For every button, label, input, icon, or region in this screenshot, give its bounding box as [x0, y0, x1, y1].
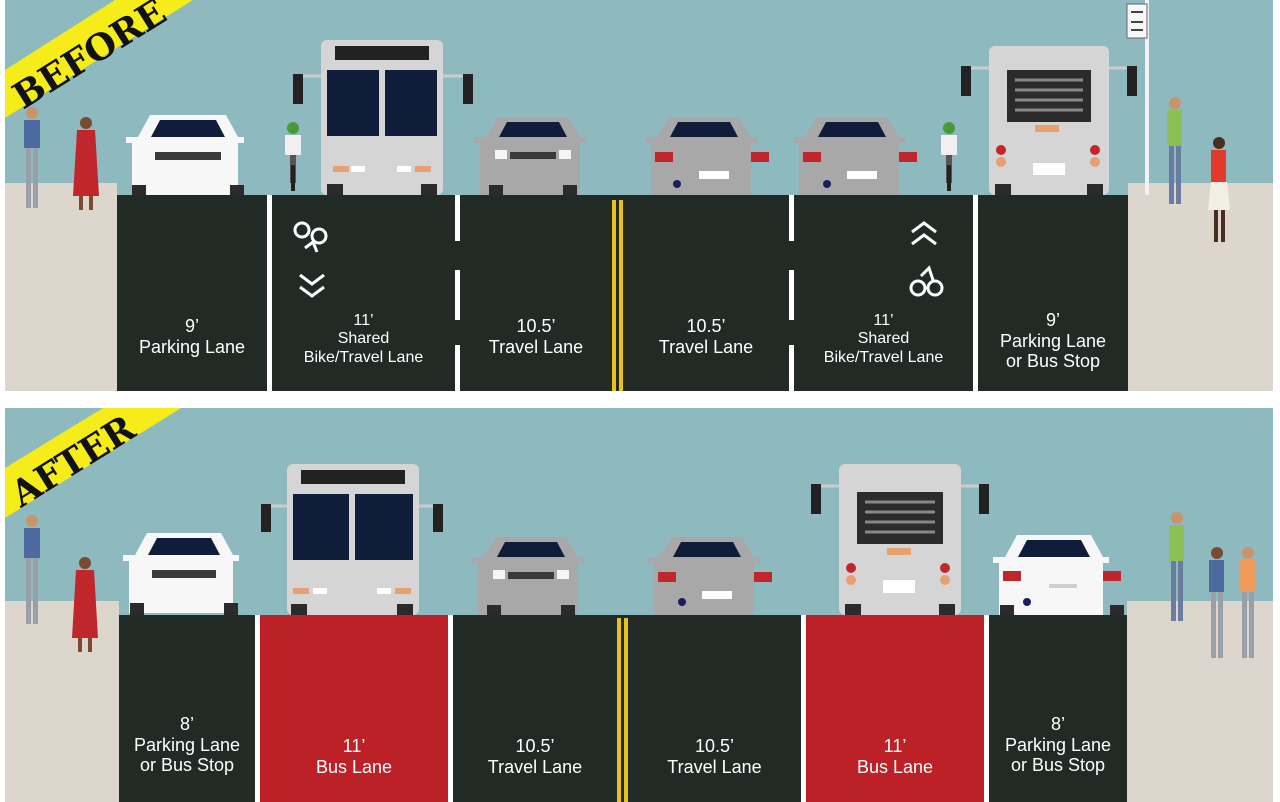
pedestrian-icon: [24, 515, 40, 624]
lane-name: Bike/Travel Lane: [303, 348, 424, 366]
lane-name: Travel Lane: [667, 756, 762, 777]
lane-width: 11’: [342, 736, 366, 756]
lane-name: Parking Lane: [138, 336, 246, 357]
lane-width: 9’: [184, 316, 199, 336]
lane-name: or Bus Stop: [1010, 755, 1106, 776]
lane-width: 11’: [873, 312, 894, 329]
lane-width: 10.5’: [516, 316, 556, 336]
lane-divider-solid: [973, 195, 978, 391]
car-front-icon: [472, 537, 584, 615]
left-sidewalk: [5, 601, 119, 802]
bus-lane: [806, 615, 984, 802]
lane-name: or Bus Stop: [1005, 351, 1101, 372]
after-cross-section: AFTER 8’ Parking Lane or Bus Stop 11’ Bu…: [5, 408, 1273, 802]
car-rear-icon: [648, 537, 772, 615]
before-banner: BEFORE: [5, 0, 193, 118]
car-rear-icon: [645, 117, 769, 195]
lane-name: or Bus Stop: [139, 755, 235, 776]
lane-name: Parking Lane: [1004, 734, 1112, 755]
lane-label: 11’ Shared Bike/Travel Lane: [272, 312, 455, 367]
left-sidewalk: [5, 183, 117, 391]
car-front-icon: [474, 117, 586, 195]
sharrow-marking-icon: [293, 221, 328, 298]
lane-label: 8’ Parking Lane or Bus Stop: [119, 714, 255, 776]
lane-name: Bus Lane: [856, 756, 934, 777]
bus-lane: [260, 615, 448, 802]
bus-front-icon: [293, 40, 473, 195]
pedestrian-icon: [1208, 137, 1230, 242]
pedestrian-icon: [73, 117, 99, 210]
pedestrian-icon: [1167, 97, 1182, 204]
lane-width: 8’: [1050, 714, 1065, 734]
pedestrian-icon: [24, 107, 40, 208]
lane-label: 10.5’ Travel Lane: [460, 316, 612, 357]
car-rear-icon: [993, 535, 1124, 615]
after-banner: AFTER: [5, 408, 181, 518]
lane-width: 11’: [883, 736, 907, 756]
double-yellow-center-line: [617, 618, 628, 802]
lane-width: 8’: [179, 714, 194, 734]
lane-name: Shared: [857, 330, 910, 348]
lane-name: Parking Lane: [999, 330, 1107, 351]
lane-label: 10.5’ Travel Lane: [623, 316, 789, 357]
lane-width: 9’: [1045, 310, 1060, 330]
before-street-illustration: BEFORE: [5, 0, 1273, 391]
lane-divider-dashed: [455, 195, 794, 391]
sharrow-marking-icon: [909, 221, 944, 297]
bus-front-icon: [261, 464, 443, 615]
lane-name: Travel Lane: [488, 336, 584, 357]
double-yellow-center-line: [612, 200, 623, 391]
pedestrian-icon: [72, 557, 98, 652]
lane-label: 8’ Parking Lane or Bus Stop: [989, 714, 1127, 776]
lane-label: 11’ Shared Bike/Travel Lane: [794, 312, 973, 367]
right-sidewalk: [1127, 601, 1273, 802]
lane-label: 10.5’ Travel Lane: [453, 736, 617, 777]
lane-width: 10.5’: [686, 316, 726, 336]
bus-rear-icon: [961, 46, 1137, 195]
car-front-icon: [123, 533, 239, 615]
lane-label: 9’ Parking Lane: [117, 316, 267, 357]
lane-label: 10.5’ Travel Lane: [628, 736, 801, 777]
street-sign-icon: [1126, 0, 1149, 195]
lane-name: Travel Lane: [487, 756, 583, 777]
car-rear-icon: [793, 117, 917, 195]
lane-label: 9’ Parking Lane or Bus Stop: [978, 310, 1128, 372]
pedestrian-icon: [1209, 547, 1224, 658]
lane-width: 10.5’: [515, 736, 555, 756]
after-street-illustration: AFTER: [5, 408, 1273, 802]
lane-width: 11’: [353, 312, 374, 329]
lane-name: Parking Lane: [133, 734, 241, 755]
lane-label: 11’ Bus Lane: [806, 736, 984, 777]
before-cross-section: BEFORE 9’ Parking Lane 11’ Shared Bike/T…: [5, 0, 1273, 391]
lane-name: Travel Lane: [658, 336, 754, 357]
lane-divider-solid: [255, 615, 989, 802]
right-sidewalk: [1128, 183, 1273, 391]
lane-label: 11’ Bus Lane: [260, 736, 448, 777]
car-front-icon: [126, 115, 244, 195]
cyclist-icon: [941, 122, 957, 191]
lane-divider-solid: [267, 195, 272, 391]
lane-name: Bus Lane: [315, 756, 393, 777]
lane-name: Shared: [337, 330, 390, 348]
pedestrian-icon: [1169, 512, 1184, 621]
cyclist-icon: [285, 122, 301, 191]
lane-name: Bike/Travel Lane: [823, 348, 944, 366]
pedestrian-icon: [1240, 547, 1256, 658]
lane-width: 10.5’: [694, 736, 735, 756]
bus-rear-icon: [811, 464, 989, 615]
